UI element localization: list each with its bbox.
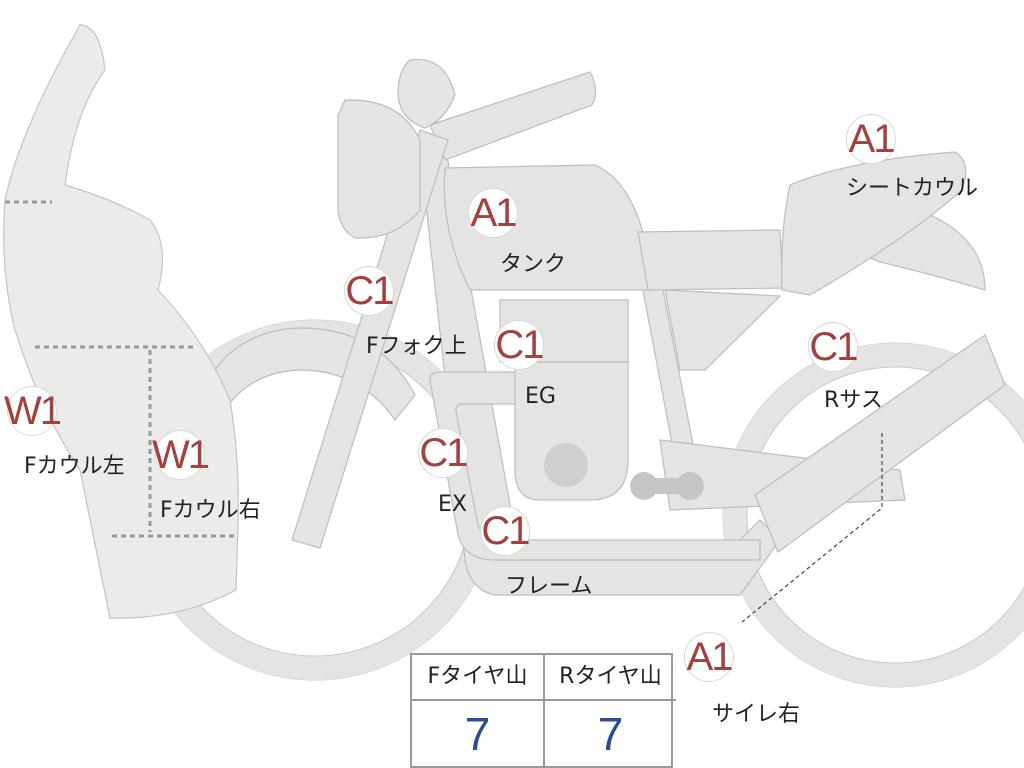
grade-badge-exhaust: C1 (418, 428, 469, 478)
front-cowl-shape (3, 24, 239, 619)
cowl-panel-lines (5, 200, 234, 538)
grade-badge-f-cowl-left: W1 (4, 386, 62, 436)
silencer (754, 334, 1006, 553)
leader-line-silencer (741, 433, 883, 623)
grade-badge-f-cowl-right: W1 (152, 430, 210, 480)
side-cover (664, 289, 782, 371)
part-label-f-cowl-right: Fカウル右 (160, 498, 261, 523)
part-label-engine: EG (525, 384, 556, 409)
front-tire-column: Fタイヤ山 7 (412, 655, 543, 766)
grade-badge-silencer-right: A1 (684, 632, 734, 682)
rear-tire-column: Rタイヤ山 7 (543, 655, 676, 766)
seat (637, 229, 784, 291)
part-label-r-suspension: Rサス (824, 388, 883, 413)
grade-badge-frame: C1 (480, 506, 531, 556)
front-tire-header: Fタイヤ山 (412, 655, 543, 701)
part-label-seat-cowl: シートカウル (846, 176, 979, 201)
meter (397, 58, 456, 129)
part-label-silencer-right: サイレ右 (712, 702, 801, 727)
rear-wheel (722, 342, 1024, 688)
tire-tread-table: Fタイヤ山 7 Rタイヤ山 7 (410, 653, 676, 768)
part-label-exhaust: EX (438, 492, 467, 517)
grade-badge-r-suspension: C1 (808, 322, 859, 372)
part-label-f-cowl-left: Fカウル左 (24, 454, 125, 479)
grade-badge-tank: A1 (468, 188, 518, 238)
front-tire-value: 7 (464, 708, 491, 760)
grade-badge-engine: C1 (494, 320, 545, 370)
frame-top-rail (429, 71, 597, 161)
part-label-tank: タンク (500, 252, 567, 277)
part-label-frame: フレーム (505, 574, 593, 599)
headlight (337, 99, 421, 239)
part-label-f-fork-upper: Fフォク上 (366, 334, 467, 359)
exhaust-pipe (429, 371, 761, 561)
grade-badge-f-fork-upper: C1 (344, 266, 395, 316)
rear-tire-value: 7 (597, 708, 624, 760)
rear-tire-header: Rタイヤ山 (545, 655, 676, 701)
front-fork (291, 129, 449, 549)
grade-badge-seat-cowl: A1 (846, 114, 896, 164)
